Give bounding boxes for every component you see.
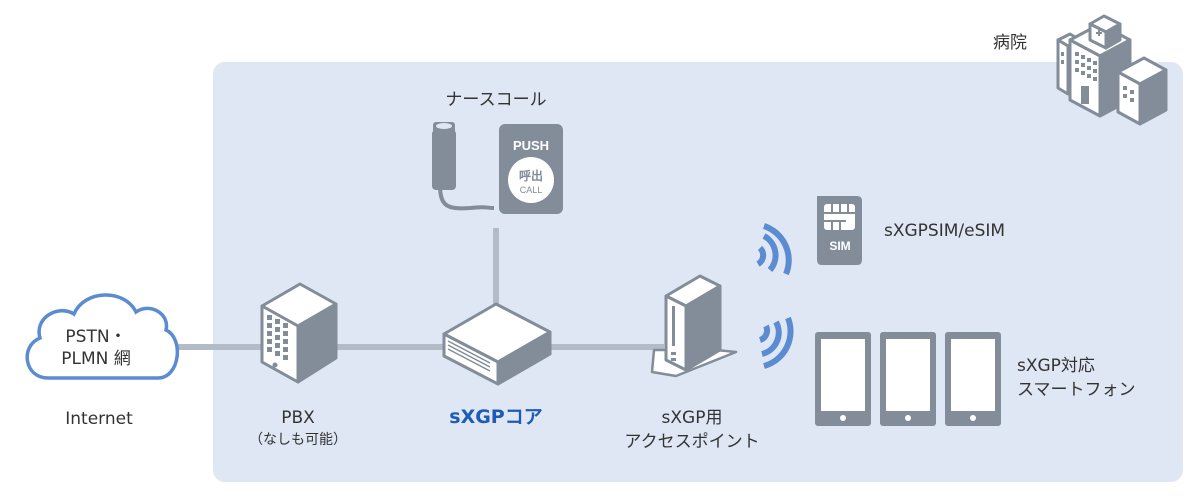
hospital-details	[1061, 30, 1134, 104]
access-point-icon	[650, 274, 738, 378]
nurse-call-label: ナースコール	[445, 90, 547, 110]
cloud-label: PSTN・ PLMN 網	[61, 326, 131, 370]
hospital-icon	[1056, 14, 1168, 126]
hospital-label: 病院	[993, 33, 1027, 53]
sxgp-core-label: sXGPコア	[449, 406, 543, 428]
access-point-label-line1: sXGP用	[661, 408, 723, 428]
cloud-label-line1: PSTN・	[65, 327, 127, 347]
internet-label: Internet	[65, 409, 133, 429]
pbx-sublabel: （なしも可能）	[249, 432, 347, 448]
wireless-signal-icon	[756, 223, 792, 276]
sim-card-icon: SIM	[817, 196, 862, 265]
access-point-label-line2: アクセスポイント	[624, 432, 760, 452]
core-box-icon	[442, 302, 552, 386]
call-en-label: CALL	[520, 185, 543, 195]
sim-chip-label: SIM	[829, 239, 850, 253]
cloud-label-line2: PLMN 網	[61, 349, 131, 369]
push-label: PUSH	[513, 138, 549, 153]
nurse-call-button-icon: PUSH 呼出 CALL	[499, 124, 563, 214]
smartphone-icon	[945, 332, 1001, 426]
connection-lines	[172, 228, 664, 350]
wireless-signal-icon	[758, 316, 794, 369]
call-kanji-label: 呼出	[519, 168, 543, 183]
sim-label: sXGPSIM/eSIM	[884, 221, 1006, 241]
cloud-icon	[25, 293, 180, 380]
smartphone-label-line1: sXGP対応	[1017, 356, 1095, 376]
smartphone-icon	[880, 332, 936, 426]
smartphone-icon	[815, 332, 871, 426]
hospital-area-panel	[213, 62, 1183, 482]
pbx-label: PBX	[281, 408, 315, 428]
server-tower-icon	[260, 282, 338, 384]
smartphone-label-line2: スマートフォン	[1017, 380, 1136, 400]
nurse-call-handset-icon	[432, 122, 495, 211]
